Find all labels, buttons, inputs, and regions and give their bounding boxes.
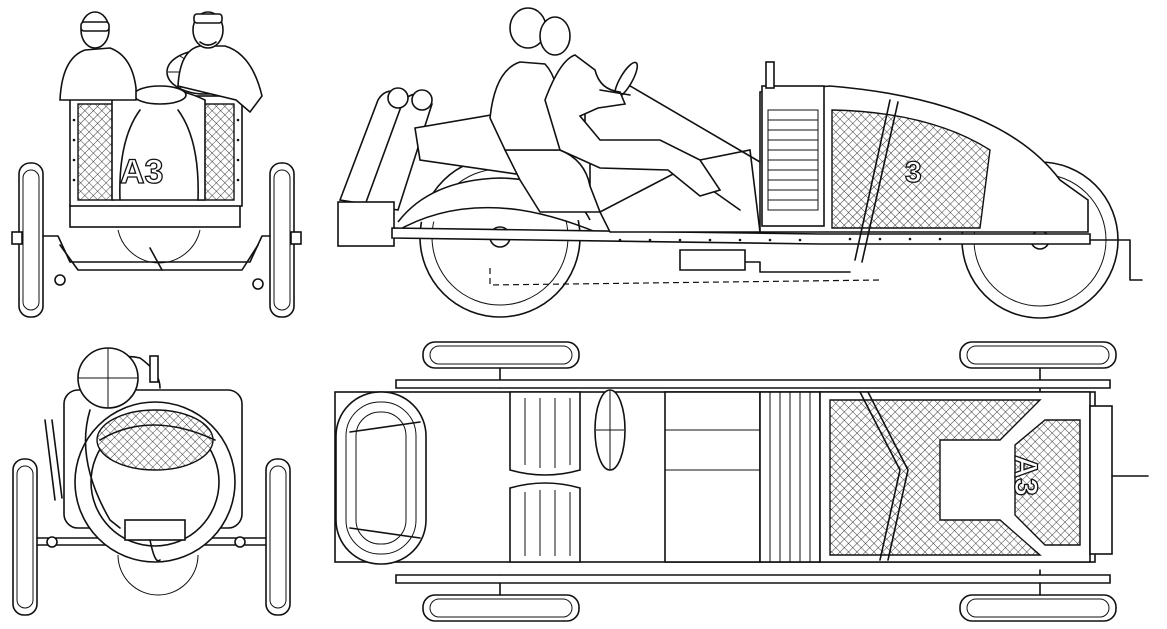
top-view-rear-left-wheel — [422, 341, 580, 369]
front-view-riders — [59, 11, 263, 114]
side-view-riders — [489, 7, 722, 197]
top-view-rear-right-wheel — [422, 594, 580, 622]
top-view-front-left-wheel — [959, 341, 1117, 369]
top-view-front-right-wheel — [959, 594, 1117, 622]
side-view: 3 — [337, 7, 1143, 319]
front-view-right-wheel — [269, 162, 302, 318]
rear-view-left-wheel — [12, 458, 38, 616]
side-view-car-marking: 3 — [905, 156, 922, 189]
front-view-left-wheel — [11, 162, 44, 318]
top-view-spare-tyres — [335, 391, 427, 565]
front-view-car-marking: A3 — [120, 153, 163, 191]
side-view-radiator — [761, 61, 825, 227]
top-view-car-marking: A3 — [1008, 455, 1044, 496]
front-view: A3 — [11, 11, 302, 318]
side-view-fuel-tanks — [337, 87, 433, 247]
rear-view — [12, 347, 291, 616]
top-view: A3 — [334, 341, 1149, 622]
top-view-seats — [509, 391, 581, 563]
rear-view-right-wheel — [265, 458, 291, 616]
